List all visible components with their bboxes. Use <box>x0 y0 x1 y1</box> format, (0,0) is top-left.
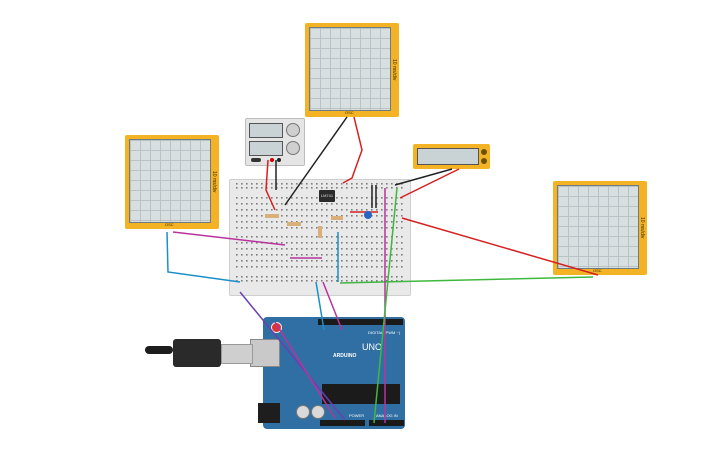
wire-green[interactable] <box>373 187 398 424</box>
oscilloscope-top[interactable]: 10 ms/div OSC <box>305 23 399 117</box>
wire-red[interactable] <box>401 217 599 276</box>
arduino-model: UNO <box>362 342 382 352</box>
oscilloscope-screen <box>557 185 639 269</box>
power-supply[interactable] <box>245 118 305 166</box>
arduino-logo: ARDUINO <box>333 353 357 359</box>
wire-red[interactable] <box>342 116 363 184</box>
ic-chip[interactable]: LM741 <box>319 190 335 202</box>
oscilloscope-bottom-label: OSC <box>593 268 602 273</box>
oscilloscope-bottom-label: OSC <box>345 110 354 115</box>
arduino-power-label: POWER <box>349 413 365 418</box>
arduino-analog-header[interactable] <box>369 420 404 426</box>
ic-label: LM741 <box>320 193 334 198</box>
psu-terminal-negative[interactable] <box>277 158 281 162</box>
led-component[interactable] <box>364 211 372 219</box>
arduino-analog-label: ANALOG IN <box>376 413 398 418</box>
psu-current-knob[interactable] <box>286 141 300 155</box>
multimeter-port-icon[interactable] <box>481 158 487 164</box>
wire-red[interactable] <box>399 168 460 199</box>
arduino-power-header[interactable] <box>320 420 365 426</box>
resistor[interactable] <box>318 226 322 238</box>
oscilloscope-left[interactable]: 10 ms/div OSC <box>125 135 219 229</box>
multimeter-display <box>417 148 479 165</box>
oscilloscope-right[interactable]: 10 ms/div OSC <box>553 181 647 275</box>
usb-cable-icon <box>145 346 173 354</box>
wire-blue[interactable] <box>315 281 325 331</box>
wire-green[interactable] <box>339 276 594 284</box>
psu-current-display <box>249 141 283 156</box>
usb-plug <box>173 339 221 367</box>
arduino-microcontroller <box>322 384 400 404</box>
psu-voltage-knob[interactable] <box>286 123 300 137</box>
wire-magenta[interactable] <box>274 321 336 419</box>
reset-button-icon[interactable] <box>271 322 282 333</box>
oscilloscope-time-label: 10 ms/div <box>391 59 397 81</box>
oscilloscope-time-label: 10 ms/div <box>639 217 645 239</box>
arduino-board[interactable] <box>263 317 405 429</box>
wire-blue[interactable] <box>166 231 241 283</box>
arduino-digital-header[interactable] <box>318 319 403 325</box>
wire-purple[interactable] <box>239 291 346 421</box>
wire-black[interactable] <box>284 116 348 206</box>
wire-magenta[interactable] <box>322 281 343 331</box>
arduino-digital-label: DIGITAL (PWM ~) <box>368 330 401 335</box>
wire-black[interactable] <box>394 168 453 186</box>
resistor[interactable] <box>287 222 301 226</box>
psu-terminal-positive[interactable] <box>270 158 274 162</box>
wire-magenta[interactable] <box>172 231 286 246</box>
psu-voltage-display <box>249 123 283 138</box>
resistor[interactable] <box>265 214 279 218</box>
multimeter-dial-icon[interactable] <box>481 149 487 155</box>
dc-jack-icon <box>258 403 280 423</box>
arduino-capacitor <box>296 405 310 419</box>
resistor[interactable] <box>331 216 343 220</box>
oscilloscope-screen <box>309 27 391 111</box>
psu-switch[interactable] <box>251 158 261 162</box>
multimeter[interactable] <box>413 144 490 169</box>
wire-red[interactable] <box>265 159 276 211</box>
oscilloscope-bottom-label: OSC <box>165 222 174 227</box>
oscilloscope-time-label: 10 ms/div <box>211 171 217 193</box>
usb-plug-metal <box>221 344 253 364</box>
arduino-capacitor <box>311 405 325 419</box>
oscilloscope-screen <box>129 139 211 223</box>
